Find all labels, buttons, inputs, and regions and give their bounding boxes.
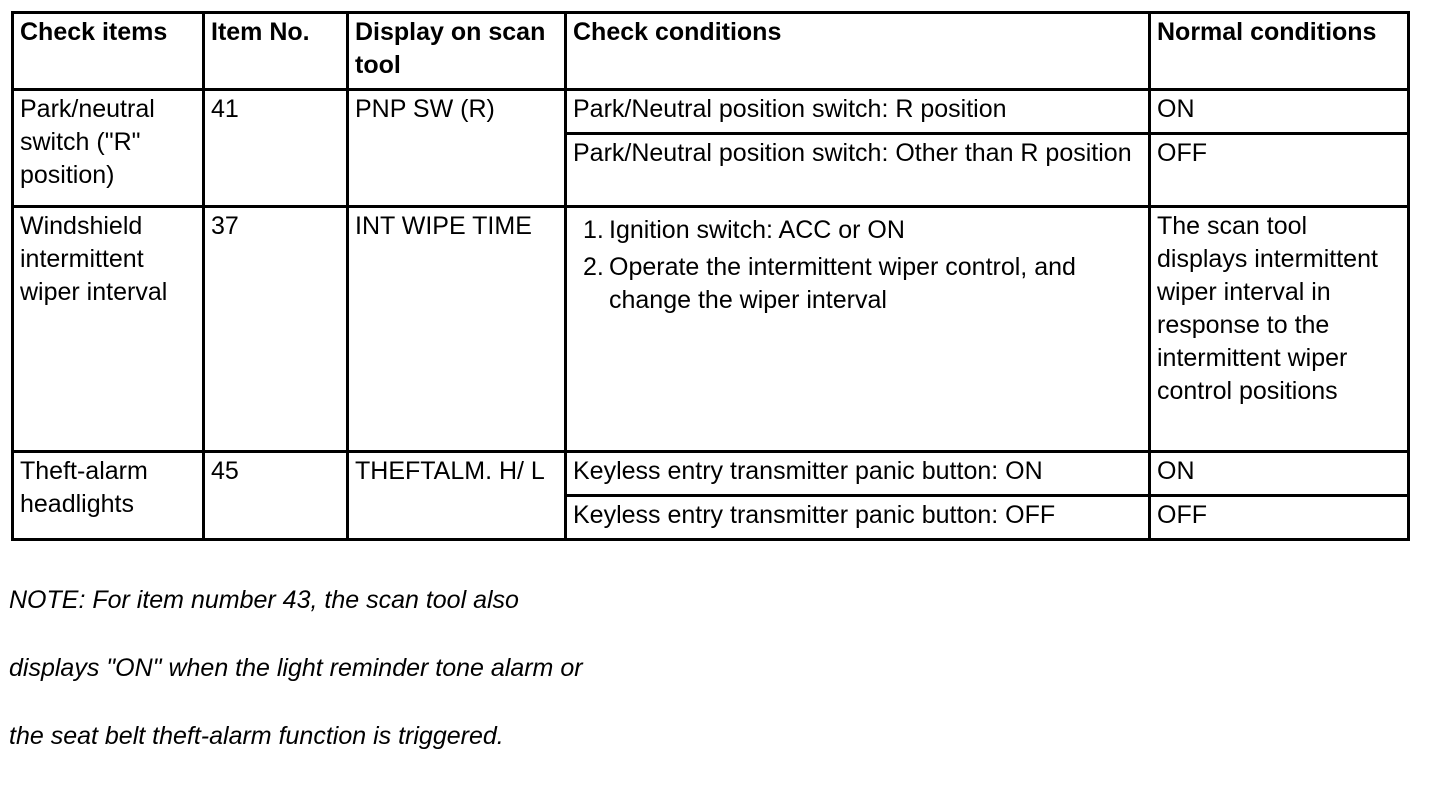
display-cell: THEFTALM. H/ L [346,450,567,541]
header-check-conditions: Check conditions [564,11,1151,91]
normal-condition-cell: OFF [1148,494,1410,541]
table-row: Park/neutral switch ("R" position) 41 PN… [11,88,1410,208]
check-condition-cell: Park/Neutral position switch: Other than… [564,132,1151,208]
step-number: 2. [583,253,604,281]
item-no-cell: 41 [202,88,349,208]
list-item: 2. Operate the intermittent wiper contro… [573,251,1142,317]
note-line: the seat belt theft-alarm function is tr… [9,722,504,750]
normal-condition-cell: OFF [1148,132,1410,208]
note-text: NOTE: For item number 43, the scan tool … [9,549,729,787]
table-row: Park/Neutral position switch: Other than… [13,132,1410,208]
item-no-cell: 45 [202,450,349,541]
note-line: NOTE: For item number 43, the scan tool … [9,586,519,614]
condition-steps-list: 1. Ignition switch: ACC or ON 2. Operate… [573,214,1142,317]
display-cell: INT WIPE TIME [346,205,567,453]
check-item-cell: Park/neutral switch ("R" position) [11,88,205,208]
list-item: 1. Ignition switch: ACC or ON [573,214,1142,247]
item-no-cell: 37 [202,205,349,453]
step-text: Ignition switch: ACC or ON [609,216,905,244]
table-row: Keyless entry transmitter panic button: … [13,494,1410,541]
table-header-row: Check items Item No. Display on scan too… [11,11,1410,91]
display-cell: PNP SW (R) [346,88,567,208]
table-row: Windshield intermittent wiper interval 3… [11,205,1410,453]
header-normal-conditions: Normal conditions [1148,11,1410,91]
step-number: 1. [583,216,604,244]
check-item-cell: Theft-alarm headlights [11,450,205,541]
header-check-items: Check items [11,11,205,91]
check-item-cell: Windshield intermittent wiper interval [11,205,205,453]
step-text: Operate the intermittent wiper control, … [609,253,1076,314]
document-page: Check items Item No. Display on scan too… [9,11,1410,750]
table-row: Theft-alarm headlights 45 THEFTALM. H/ L… [11,450,1410,541]
normal-condition-cell: The scan tool displays intermittent wipe… [1148,205,1410,453]
check-condition-cell: Park/Neutral position switch: R position [564,88,1151,135]
header-item-no: Item No. [202,11,349,91]
note-line: displays "ON" when the light reminder to… [9,654,583,682]
normal-condition-cell: ON [1148,88,1410,135]
check-condition-cell: Keyless entry transmitter panic button: … [564,450,1151,497]
normal-condition-cell: ON [1148,450,1410,497]
check-condition-cell: Keyless entry transmitter panic button: … [564,494,1151,541]
header-display-on-scan-tool: Display on scan tool [346,11,567,91]
check-condition-cell: 1. Ignition switch: ACC or ON 2. Operate… [564,205,1151,453]
check-items-table: Check items Item No. Display on scan too… [11,11,1410,541]
